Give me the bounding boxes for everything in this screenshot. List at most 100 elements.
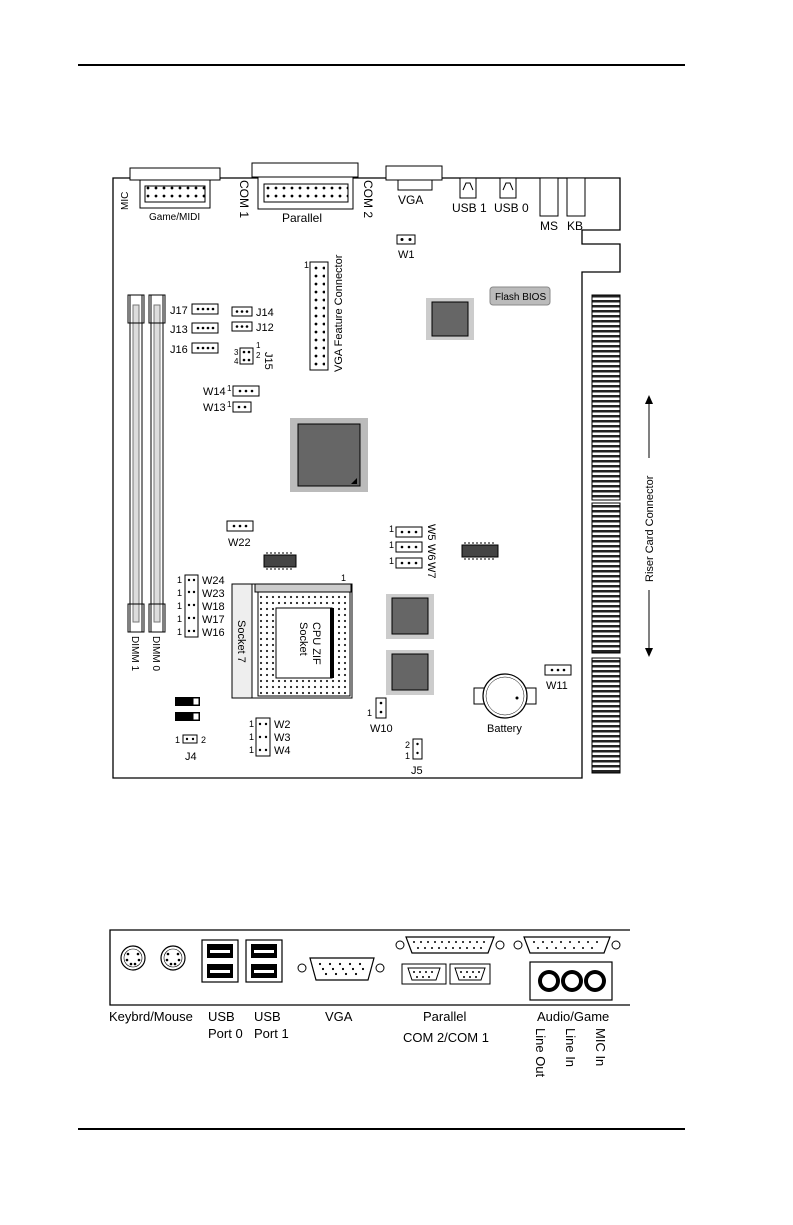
north-bridge-chip <box>290 418 368 492</box>
j14-label: J14 <box>256 307 274 319</box>
w11-label: W11 <box>546 680 568 692</box>
w1-jumper <box>396 234 416 245</box>
kb-connector <box>566 177 586 217</box>
socket7-label: Socket 7 <box>235 620 247 663</box>
battery-label: Battery <box>487 723 522 735</box>
w18-pin1: 1 <box>177 601 182 611</box>
cpu-zif-label: CPU ZIF <box>310 622 322 665</box>
j4-header <box>182 734 198 744</box>
j15-label: J15 <box>262 352 274 370</box>
riser-card-slot-middle <box>591 502 621 654</box>
top-rule <box>78 64 685 66</box>
j5-label: J5 <box>411 765 423 777</box>
dip-chip-left <box>263 552 297 570</box>
j12-label: J12 <box>256 322 274 334</box>
w22-label: W22 <box>228 537 251 549</box>
w6-pin1: 1 <box>389 540 394 550</box>
w14-label: W14 <box>203 386 226 398</box>
bottom-rule <box>78 1128 685 1130</box>
usb1-label: USB 1 <box>452 201 487 215</box>
w3-label: W3 <box>274 732 291 744</box>
mic-label: MIC <box>120 192 131 210</box>
w11-jumper <box>544 664 572 676</box>
w23-label: W23 <box>202 588 225 600</box>
w2-pin1: 1 <box>249 719 254 729</box>
j13-header <box>191 322 219 334</box>
flash-bios-label: Flash BIOS <box>495 292 546 303</box>
vga-feature-label: VGA Feature Connector <box>333 254 345 372</box>
chipset-chip <box>426 298 474 340</box>
w14-jumper <box>232 385 260 397</box>
j4-pin2: 2 <box>201 735 206 745</box>
j4-label: J4 <box>185 751 197 763</box>
riser-arrow <box>645 395 653 657</box>
j15-pin-1: 1 <box>256 341 261 350</box>
j17-label: J17 <box>170 305 188 317</box>
cpu-socket <box>231 583 353 699</box>
com2-label: COM 2 <box>361 180 375 218</box>
com1-label: COM 1 <box>237 180 251 218</box>
w5-label: W5 <box>425 524 437 541</box>
j16-header <box>191 342 219 354</box>
dimm1-label: DIMM 1 <box>129 636 140 671</box>
w16-label: W16 <box>202 627 225 639</box>
vga-connector <box>385 165 443 191</box>
w10-pin1: 1 <box>367 708 372 718</box>
w7-label: W7 <box>425 562 437 579</box>
w17-label: W17 <box>202 614 225 626</box>
game-midi-label: Game/MIDI <box>149 212 200 223</box>
j5-pin2: 2 <box>405 740 410 750</box>
w13-label: W13 <box>203 402 226 414</box>
j5-header <box>412 738 423 760</box>
parallel-label: Parallel <box>282 211 322 225</box>
socket-pin1: 1 <box>341 573 346 583</box>
w10-label: W10 <box>370 723 393 735</box>
battery <box>473 673 537 719</box>
w4-label: W4 <box>274 745 291 757</box>
w24-label: W24 <box>202 575 225 587</box>
usb1-connector <box>459 177 477 199</box>
usb0-label: USB 0 <box>494 201 529 215</box>
dip-chip-right <box>461 542 499 560</box>
riser-card-label: Riser Card Connector <box>644 475 656 582</box>
ms-connector <box>539 177 559 217</box>
w10-jumper <box>375 697 387 719</box>
w24-pin1: 1 <box>177 575 182 585</box>
w18-label: W18 <box>202 601 225 613</box>
flash-bios-chip <box>489 286 551 306</box>
cpu-socket-label: Socket <box>297 622 309 656</box>
ms-label: MS <box>540 219 558 233</box>
dimm0-slot <box>148 294 166 633</box>
dimm1-slot <box>127 294 145 633</box>
game-midi-connector <box>129 167 221 209</box>
j4-jumper-blocks <box>175 697 200 721</box>
w22-jumper <box>226 520 254 532</box>
vga-label: VGA <box>398 193 423 207</box>
j13-label: J13 <box>170 324 188 336</box>
w4-pin1: 1 <box>249 745 254 755</box>
j4-pin1: 1 <box>175 735 180 745</box>
w1-label: W1 <box>398 249 415 261</box>
w3-pin1: 1 <box>249 732 254 742</box>
j15-pin-3: 3 <box>234 348 239 357</box>
w14-pin1: 1 <box>227 384 232 393</box>
vga-feature-connector <box>309 261 329 371</box>
vga-feature-pin1: 1 <box>304 260 309 270</box>
w23-pin1: 1 <box>177 588 182 598</box>
w5-jumper <box>395 526 423 538</box>
w5-pin1: 1 <box>389 524 394 534</box>
w6-jumper <box>395 541 423 553</box>
chip-mid-2 <box>386 650 434 695</box>
w24-w16-jumpers <box>184 574 199 638</box>
w13-jumper <box>232 401 252 413</box>
j16-label: J16 <box>170 344 188 356</box>
w2-label: W2 <box>274 719 291 731</box>
riser-card-slot-lower <box>591 657 621 774</box>
w7-pin1: 1 <box>389 556 394 566</box>
w13-pin1: 1 <box>227 400 232 409</box>
j15-pin-4: 4 <box>234 357 239 366</box>
dimm0-label: DIMM 0 <box>150 636 161 671</box>
w6-label: W6 <box>425 544 437 561</box>
kb-label: KB <box>567 219 583 233</box>
